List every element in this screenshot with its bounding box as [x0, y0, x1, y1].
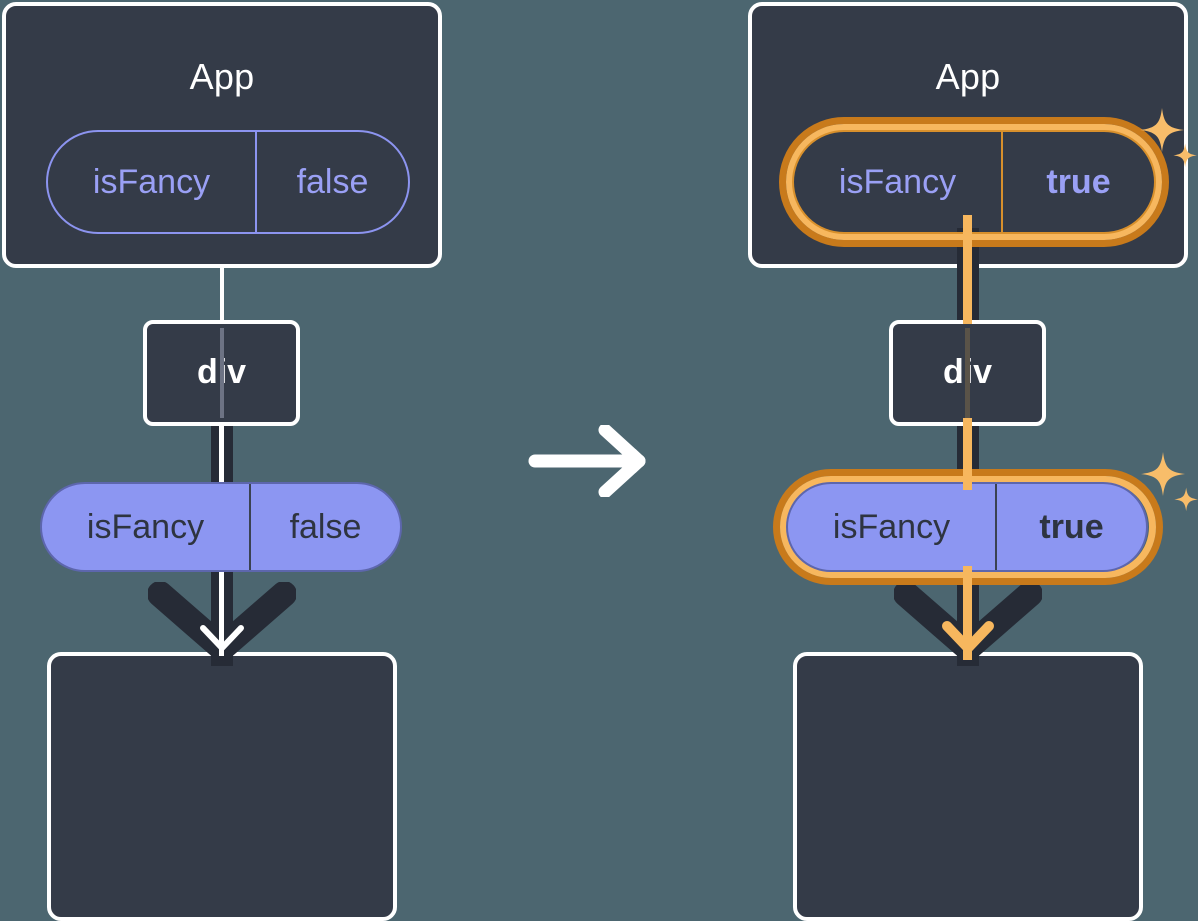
props-value: true	[995, 484, 1146, 570]
props-pill[interactable]: isFancy true	[786, 482, 1148, 572]
app-state-key: isFancy	[92, 162, 211, 201]
after-panel: App isFancy true div isFa	[746, 0, 1198, 921]
transition-arrow-right-icon	[527, 423, 657, 499]
app-state-value: false	[255, 132, 408, 232]
props-pill[interactable]: isFancy false	[40, 482, 402, 572]
app-state-pill[interactable]: isFancy false	[46, 130, 410, 234]
app-state-value: true	[1001, 132, 1154, 232]
connector-div-to-props-core	[963, 418, 972, 490]
app-component-box[interactable]: App isFancy false	[2, 2, 442, 268]
before-panel: App isFancy false div isFancy false Coun…	[0, 0, 452, 921]
connector-through-div	[220, 328, 224, 418]
counter-component-box[interactable]: Counter count 3	[793, 652, 1143, 921]
connector-div-to-props-core	[219, 418, 224, 490]
counter-component-box[interactable]: Counter count 3	[47, 652, 397, 921]
connector-through-div	[965, 328, 970, 418]
app-state-pill[interactable]: isFancy true	[792, 130, 1156, 234]
app-state-highlight-inner-ring	[786, 124, 1162, 240]
app-state-key: isFancy	[838, 162, 957, 201]
props-key: isFancy	[832, 507, 951, 546]
app-title: App	[189, 56, 255, 97]
app-title: App	[935, 56, 1001, 97]
app-state-highlight-outer-ring	[779, 117, 1169, 247]
connector-app-to-div	[220, 266, 224, 324]
sparkles-icon	[1138, 104, 1198, 190]
connector-app-to-div-core	[963, 215, 972, 324]
connector-props-to-counter-core	[219, 566, 224, 656]
sparkles-icon	[1139, 448, 1198, 534]
props-value: false	[249, 484, 400, 570]
props-key: isFancy	[86, 507, 205, 546]
connector-props-to-counter-core	[963, 566, 972, 660]
